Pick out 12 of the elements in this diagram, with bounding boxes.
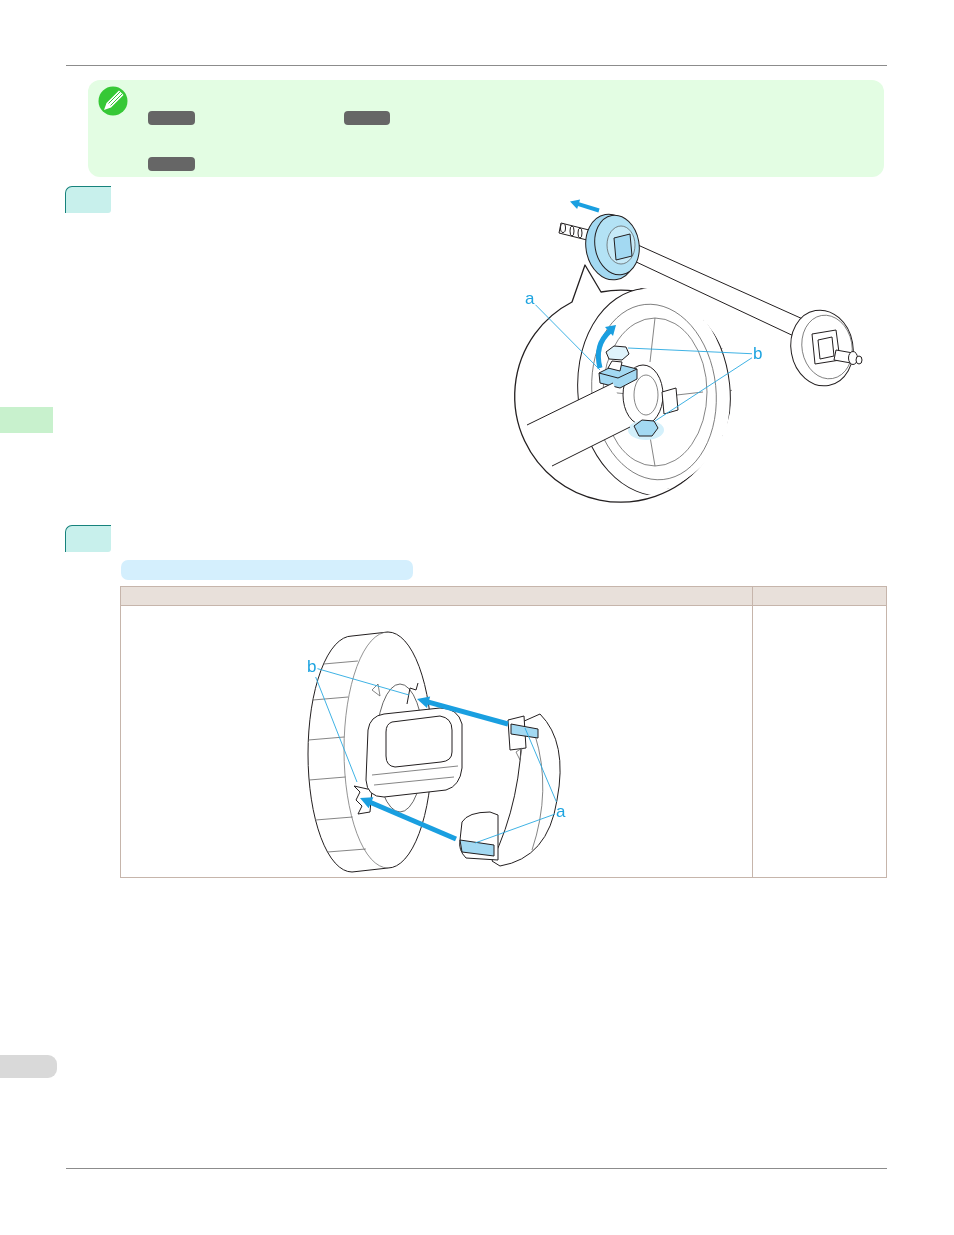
- leader-line: [317, 668, 410, 696]
- leader-line: [535, 304, 601, 371]
- leader-line: [315, 676, 358, 783]
- callout-letter: b: [753, 345, 763, 363]
- callout-letter: a: [525, 290, 535, 308]
- leader-line: [654, 357, 753, 422]
- callout-letter: a: [556, 803, 566, 821]
- leader-line: [627, 347, 753, 355]
- leader-line: [474, 813, 556, 844]
- heading-bar: [121, 560, 413, 580]
- callout-letter: b: [307, 658, 317, 676]
- leader-line: [524, 727, 557, 803]
